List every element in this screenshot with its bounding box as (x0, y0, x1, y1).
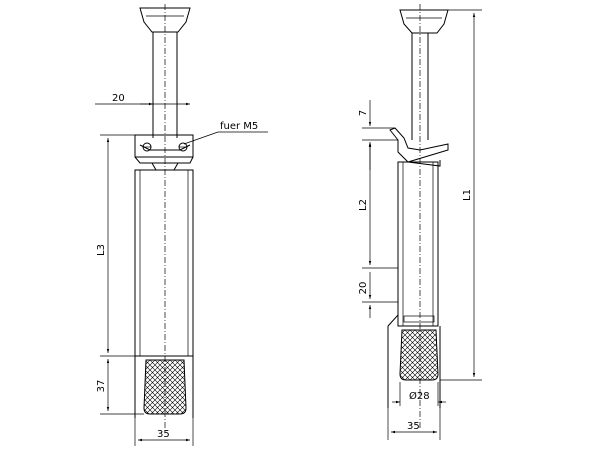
dim-front-foot-height-label: 37 (96, 380, 107, 393)
front-top-cap (139, 7, 191, 33)
dim-side-foot-diameter-label: Ø28 (409, 390, 430, 402)
dim-side-width-bottom-label: 35 (407, 421, 420, 432)
dim-side-overall-label: L1 (462, 189, 473, 201)
dim-side-lower-offset-label: 20 (358, 282, 369, 295)
dim-side-stroke-label: L2 (358, 199, 369, 211)
front-rubber-foot (143, 359, 187, 415)
side-top-cap (399, 9, 449, 34)
side-rubber-foot (399, 329, 439, 381)
front-view: 20 fuer M5 L3 37 35 (95, 4, 268, 446)
front-body (134, 169, 194, 357)
dim-front-body-height-label: L3 (96, 244, 107, 256)
dim-side-top-offset-label: 7 (358, 110, 369, 116)
front-mount-block (134, 134, 194, 158)
side-body (397, 161, 439, 327)
thread-note: fuer M5 (220, 121, 258, 132)
side-latch-bracket (389, 127, 449, 163)
side-view: 7 L2 20 L1 Ø28 35 (358, 4, 482, 440)
dim-front-width-top-label: 20 (112, 93, 125, 104)
dim-front-width-bottom-label: 35 (157, 429, 170, 440)
